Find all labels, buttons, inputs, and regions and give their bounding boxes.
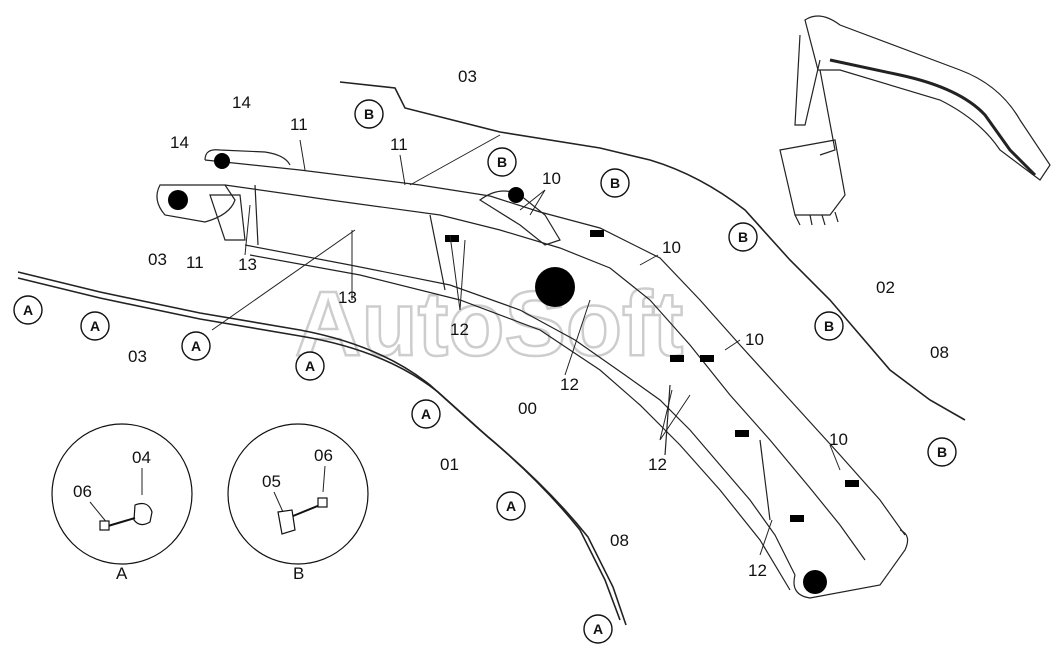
svg-text:A: A	[191, 338, 201, 354]
svg-text:B: B	[497, 154, 507, 170]
part-label-02: 02	[876, 278, 895, 297]
callout-b: B	[814, 311, 844, 341]
svg-text:B: B	[824, 318, 834, 334]
svg-text:B: B	[610, 175, 620, 191]
part-label-03: 03	[128, 347, 147, 366]
callout-b: B	[600, 168, 630, 198]
callout-b: B	[354, 99, 384, 129]
svg-text:A: A	[90, 318, 100, 334]
part-label-03: 03	[148, 250, 167, 269]
svg-text:A: A	[23, 302, 33, 318]
part-label-13: 13	[338, 288, 357, 307]
callout-b: B	[728, 222, 758, 252]
part-label-12: 12	[648, 455, 667, 474]
part-label-13: 13	[238, 255, 257, 274]
callout-a: A	[583, 614, 613, 644]
part-label-14: 14	[170, 133, 189, 152]
hose-lines	[17, 81, 966, 626]
detail-b-part-06: 06	[314, 446, 333, 465]
part-label-10: 10	[745, 330, 764, 349]
part-label-08: 08	[610, 531, 629, 550]
watermark: AutoSoft	[295, 273, 683, 375]
leader-lines	[211, 134, 841, 556]
excavator-inset	[779, 15, 1051, 226]
callout-a: A	[295, 351, 325, 381]
part-label-10: 10	[542, 169, 561, 188]
detail-view-a: 04 06 A	[51, 423, 193, 583]
boom-assembly	[156, 149, 909, 599]
svg-text:A: A	[421, 406, 431, 422]
part-label-12: 12	[560, 375, 579, 394]
detail-view-b: 05 06 B	[227, 423, 369, 583]
callout-a: A	[13, 295, 43, 325]
callout-a: A	[181, 331, 211, 361]
detail-a-part-06: 06	[73, 482, 92, 501]
svg-text:A: A	[593, 621, 603, 637]
part-label-14: 14	[232, 93, 251, 112]
part-label-10: 10	[662, 238, 681, 257]
part-numbers: 03 03 03 02 00 01 08 08 14 14 11 11 11 1…	[128, 67, 949, 580]
detail-a-title: A	[116, 564, 128, 583]
detail-a-part-04: 04	[132, 448, 151, 467]
svg-text:B: B	[364, 106, 374, 122]
part-label-03: 03	[458, 67, 477, 86]
svg-text:B: B	[937, 444, 947, 460]
callout-a: A	[496, 491, 526, 521]
part-label-01: 01	[440, 455, 459, 474]
detail-b-part-05: 05	[262, 472, 281, 491]
detail-b-title: B	[293, 564, 304, 583]
svg-text:A: A	[305, 358, 315, 374]
part-label-00: 00	[518, 399, 537, 418]
part-label-10: 10	[829, 430, 848, 449]
callout-a: A	[411, 399, 441, 429]
callout-markers: A A A A A A A B B B B B B	[13, 99, 957, 644]
callout-b: B	[487, 147, 517, 177]
part-label-08: 08	[930, 343, 949, 362]
part-label-12: 12	[748, 561, 767, 580]
part-label-12: 12	[450, 320, 469, 339]
callout-a: A	[80, 311, 110, 341]
part-label-11: 11	[290, 115, 308, 134]
svg-text:B: B	[738, 229, 748, 245]
svg-text:A: A	[506, 498, 516, 514]
part-label-11: 11	[186, 253, 204, 272]
part-label-11: 11	[390, 135, 408, 154]
callout-b: B	[927, 437, 957, 467]
